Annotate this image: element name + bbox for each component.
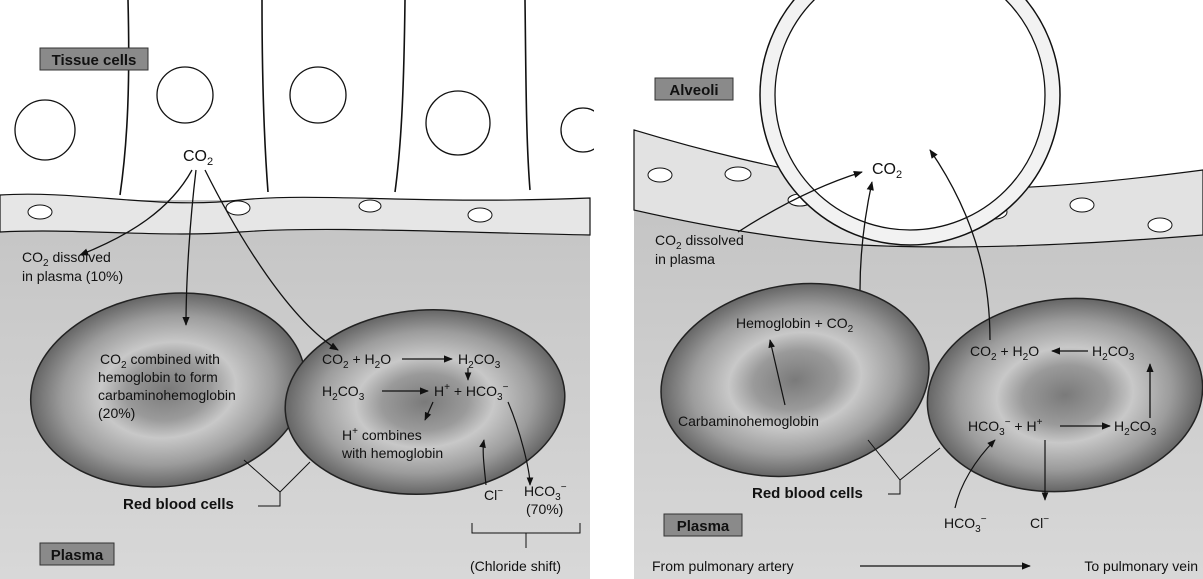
right-rbc-label: Red blood cells [752, 485, 863, 502]
left-co2-dissolved-line2: in plasma (10%) [22, 268, 123, 284]
panel-gap [594, 0, 634, 579]
to-pulmonary-vein: To pulmonary vein [1084, 558, 1198, 574]
right-co2-dissolved-line2: in plasma [655, 251, 715, 267]
right-carbaminohemoglobin: Carbaminohemoglobin [678, 413, 819, 429]
left-rbc-label: Red blood cells [123, 496, 234, 513]
left-hco3-percent: (70%) [526, 501, 563, 517]
left-capillary-wall [0, 194, 590, 235]
right-panel: Alveoli Plasma CO2 CO2 dissolved in plas… [634, 0, 1203, 579]
carb-line2: hemoglobin to form [98, 369, 218, 385]
h-combines-line2: with hemoglobin [341, 445, 443, 461]
tag-tissue-cells-text: Tissue cells [52, 52, 137, 69]
tag-alveoli-text: Alveoli [669, 82, 718, 99]
chloride-shift-label: (Chloride shift) [470, 558, 561, 574]
left-panel: Tissue cells Plasma CO2 CO2 dissolved in… [0, 0, 605, 579]
from-pulmonary-artery: From pulmonary artery [652, 558, 794, 574]
tag-plasma-right-text: Plasma [677, 518, 730, 535]
carb-line3: carbaminohemoglobin [98, 387, 236, 403]
carb-line4: (20%) [98, 405, 135, 421]
tag-plasma-left-text: Plasma [51, 547, 104, 564]
